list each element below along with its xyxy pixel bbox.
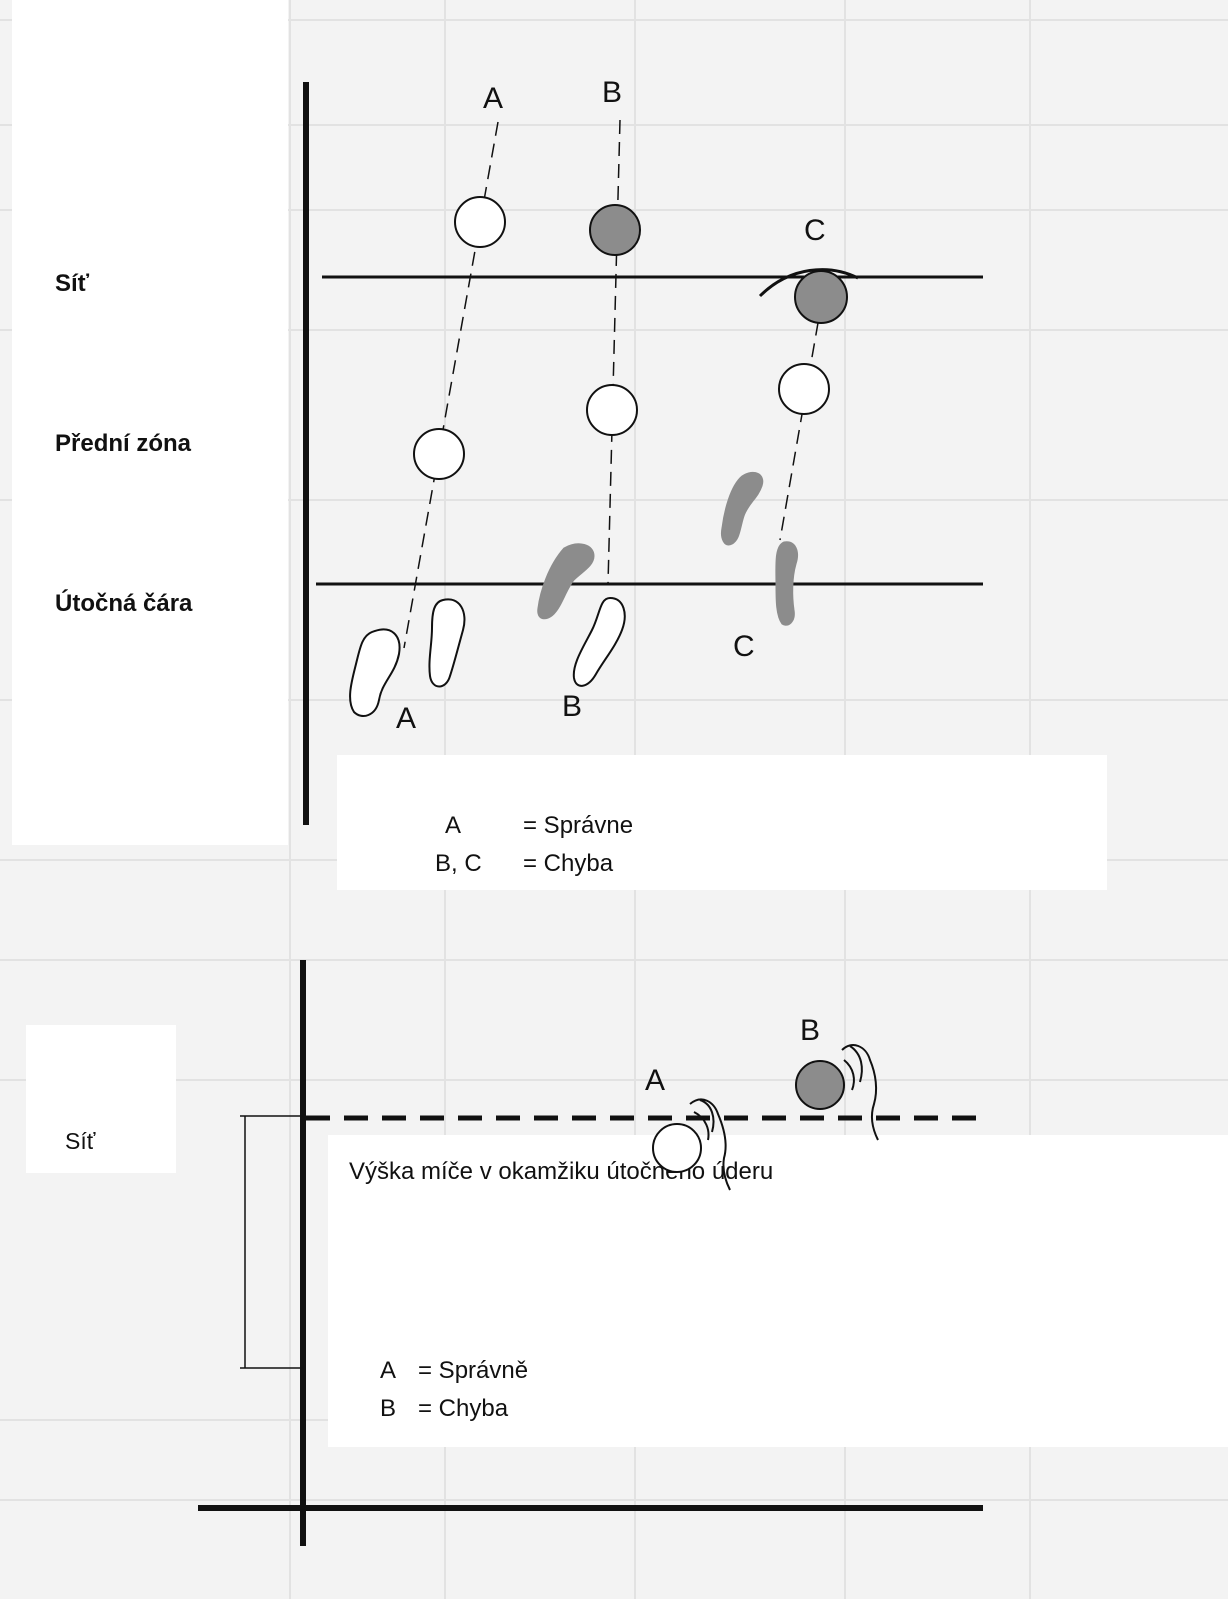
footprint-c-upper <box>721 471 764 546</box>
bottom-legend-error-text: = Chyba <box>418 1395 509 1422</box>
hand-a <box>689 1098 731 1191</box>
footprint-b-shaded <box>537 543 595 620</box>
ball-b-high <box>589 204 641 256</box>
footprint-a-right <box>428 598 466 688</box>
ball-c-high <box>794 270 848 324</box>
letter-a-ball: A <box>645 1064 665 1097</box>
top-diagram: A B C A B C <box>303 76 983 825</box>
legend-error-text: = Chyba <box>523 850 614 877</box>
ball-b-bottom <box>795 1060 845 1110</box>
footprint-a-left <box>349 628 401 717</box>
trajectory-b <box>607 119 621 585</box>
legend-correct-text: = Správne <box>523 812 634 839</box>
letter-a-bottom: A <box>396 702 416 735</box>
ball-a-bottom <box>652 1123 702 1173</box>
footprint-b-outline <box>572 596 626 687</box>
bottom-legend-letter-b: B <box>380 1395 397 1422</box>
attack-line-label: Útočná čára <box>55 590 193 617</box>
net-bulge-c <box>758 268 859 298</box>
bottom-net-label: Síť <box>65 1128 96 1154</box>
bottom-caption-box <box>328 1135 1228 1447</box>
letter-b-top: B <box>602 76 622 109</box>
ball-a-high <box>454 196 506 248</box>
hand-b <box>841 1044 879 1141</box>
trajectory-c <box>779 299 823 541</box>
bottom-diagram: A B <box>198 960 985 1546</box>
ball-b-low <box>586 384 638 436</box>
front-zone-label: Přední zóna <box>55 430 192 457</box>
letter-a-top: A <box>483 82 503 115</box>
letter-b-bottom: B <box>562 690 582 723</box>
bottom-legend-letter-a: A <box>380 1357 397 1384</box>
letter-c-bottom: C <box>733 630 755 663</box>
top-legend-box <box>337 755 1107 890</box>
bottom-legend-correct-text: = Správně <box>418 1357 529 1384</box>
footprint-c-lower <box>775 541 798 626</box>
legend-letter-a: A <box>445 812 462 839</box>
top-left-label-panel <box>12 0 288 845</box>
ball-c-low <box>778 363 830 415</box>
net-label: Síť <box>55 270 90 297</box>
letter-b-ball: B <box>800 1014 820 1047</box>
ball-height-caption: Výška míče v okamžiku útočného úderu <box>349 1158 774 1185</box>
bottom-net-label-box <box>26 1025 176 1173</box>
legend-letters-bc: B, C <box>435 850 482 877</box>
letter-c-top: C <box>804 214 826 247</box>
ball-a-low <box>413 428 465 480</box>
